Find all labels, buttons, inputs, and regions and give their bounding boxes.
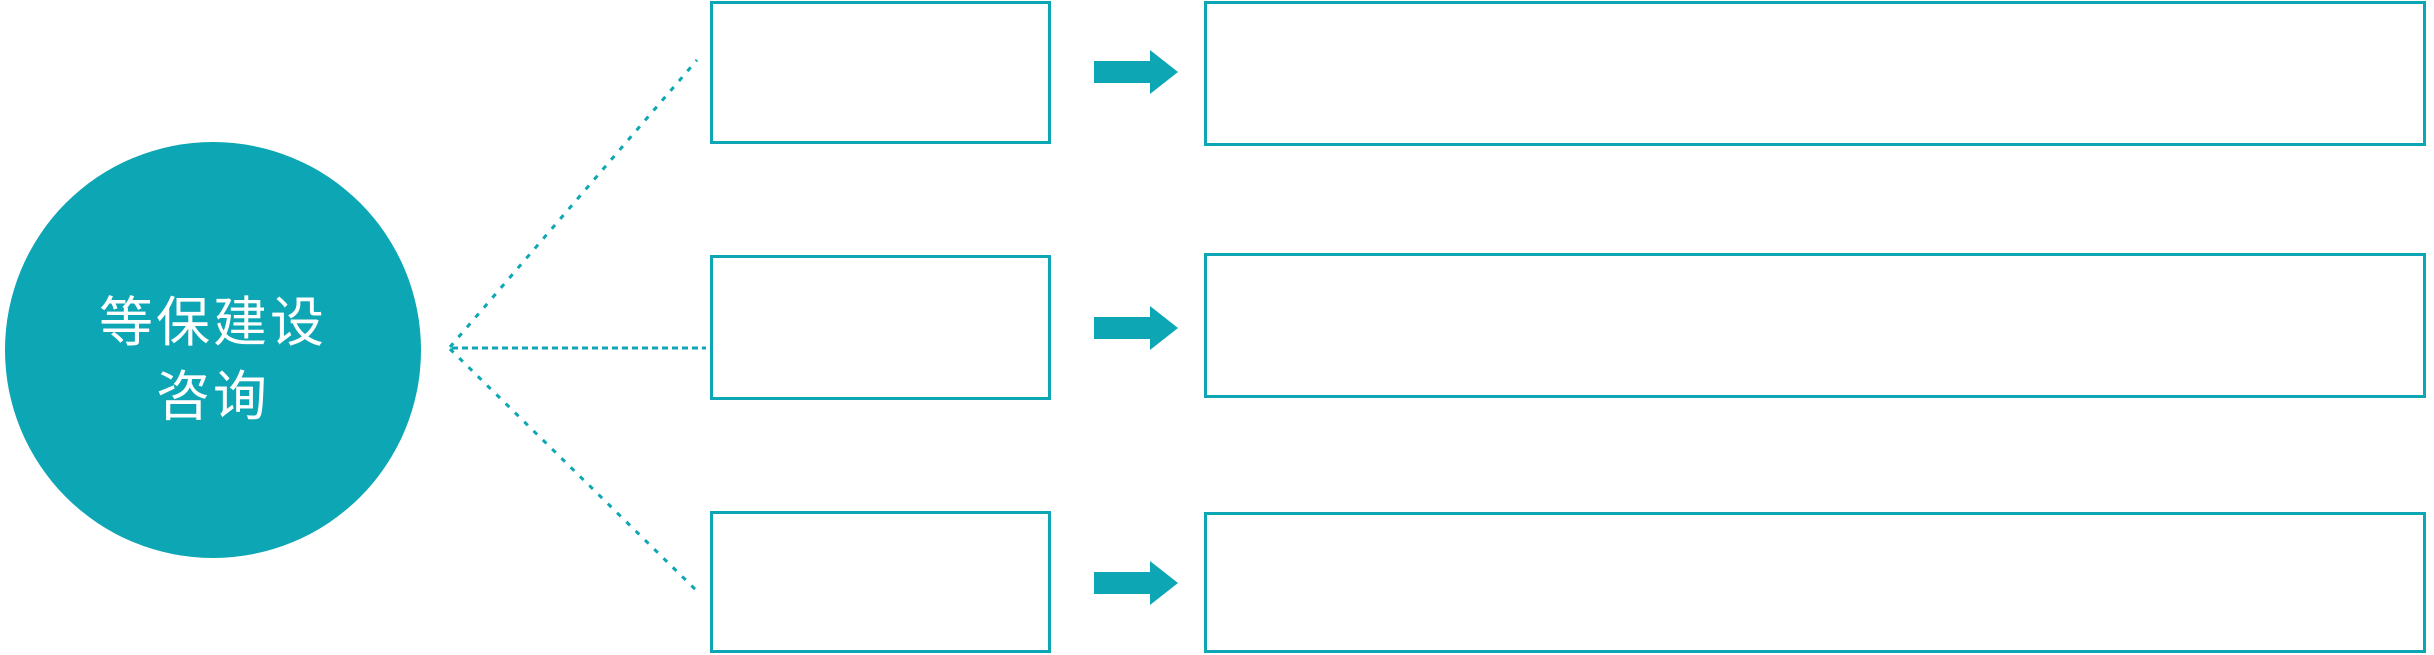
description-box-2 [1204,253,2426,398]
arrow-right-icon [1094,50,1178,94]
category-box-1 [710,1,1051,144]
dotted-connector-bottom [448,347,702,596]
category-box-2 [710,255,1051,400]
category-box-3 [710,511,1051,653]
arrow-right-icon [1094,561,1178,605]
dotted-connector-top [448,59,699,348]
arrow-right-icon [1094,306,1178,350]
description-box-3 [1204,512,2426,653]
topic-label: 等保建设 咨询 [99,293,327,427]
topic-circle: 等保建设 咨询 [5,142,421,558]
description-box-1 [1204,1,2426,146]
